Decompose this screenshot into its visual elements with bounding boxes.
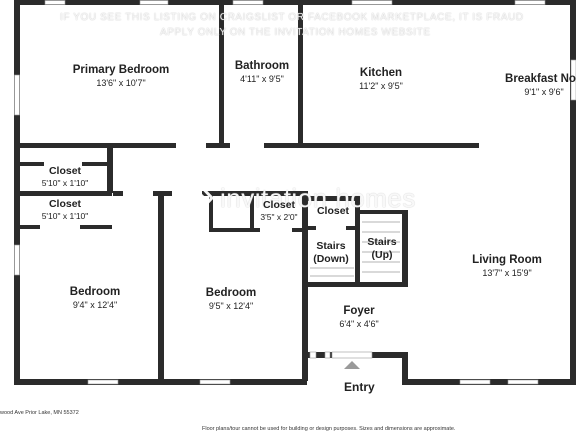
door-opening	[123, 191, 153, 196]
primary-bedroom-bottom-wall	[14, 143, 224, 148]
outer-wall-top	[14, 0, 576, 5]
stairs-bottom-wall	[308, 282, 408, 287]
bedroom-2-right-wall	[302, 191, 308, 381]
open-wall	[303, 5, 309, 65]
room-dimensions: 9'5" x 12'4"	[208, 300, 254, 311]
room-stairs-down: Stairs (Down)	[313, 240, 349, 265]
room-closet-4: Closet	[317, 205, 349, 218]
room-name-sub: (Up)	[371, 248, 393, 261]
window	[14, 244, 20, 276]
bathroom-right-wall	[298, 5, 303, 148]
room-name: Bedroom	[69, 286, 121, 298]
door-opening	[44, 162, 82, 166]
address-footer: wood Ave Prior Lake, MN 55372	[0, 410, 79, 416]
window	[44, 0, 66, 5]
room-stairs-up: Stairs (Up)	[367, 236, 396, 261]
room-name: Primary Bedroom	[72, 64, 170, 76]
entry-door	[309, 351, 373, 369]
window	[459, 379, 491, 385]
small-closet-left	[209, 196, 213, 231]
room-name: Closet	[48, 165, 82, 177]
window	[199, 379, 231, 385]
entry-label: Entry	[344, 380, 375, 394]
window	[351, 0, 393, 5]
room-name: Bedroom	[205, 287, 257, 299]
window	[14, 74, 20, 116]
room-name: Foyer	[343, 305, 375, 317]
room-breakfast-nook: Breakfast Noo 9'1" x 9'6"	[505, 73, 576, 98]
door-opening	[176, 143, 206, 148]
room-primary-bedroom: Primary Bedroom 13'6" x 10'7"	[73, 64, 170, 89]
room-dimensions: 5'10" x 1'10"	[41, 210, 89, 221]
foyer-right-lower	[402, 352, 408, 384]
room-bedroom-2: Bedroom 9'5" x 12'4"	[206, 287, 256, 312]
room-kitchen: Kitchen 11'2" x 9'5"	[359, 67, 403, 92]
window	[139, 0, 169, 5]
room-closet-2: Closet 5'10" x 1'10"	[42, 198, 89, 221]
room-dimensions: 4'11" x 9'5"	[240, 73, 284, 84]
brand-watermark: invitation homes	[220, 183, 416, 213]
door-opening	[260, 228, 292, 232]
room-foyer: Foyer 6'4" x 4'6"	[339, 305, 378, 330]
door-opening	[40, 225, 80, 229]
room-name: Closet	[48, 198, 82, 210]
small-closet-bottom	[209, 228, 304, 232]
outer-wall-right	[570, 5, 576, 385]
disclaimer-footer: Floor plans/tour cannot be used for buil…	[202, 426, 456, 432]
small-closet-right	[250, 196, 254, 231]
door-opening	[172, 191, 202, 196]
room-name: Closet	[316, 205, 350, 217]
closet-top-wall	[308, 196, 356, 201]
window	[232, 0, 264, 5]
window	[87, 379, 119, 385]
room-living-room: Living Room 13'7" x 15'9"	[472, 254, 542, 279]
bedroom-divider-wall	[158, 191, 164, 381]
room-dimensions: 9'4" x 12'4"	[72, 299, 118, 310]
room-bathroom: Bathroom 4'11" x 9'5"	[235, 60, 289, 85]
stairs-right-wall	[402, 210, 408, 286]
room-name: Stairs	[367, 236, 397, 248]
room-dimensions: 3'5" x 2'0"	[260, 211, 298, 222]
room-dimensions: 5'10" x 1'10"	[41, 177, 89, 188]
room-name: Bathroom	[234, 60, 290, 72]
room-name: Stairs	[316, 240, 346, 252]
room-closet-3: Closet 3'5" x 2'0"	[260, 199, 297, 222]
room-name: Closet	[262, 199, 296, 211]
stairs-up-top-wall	[360, 210, 408, 214]
room-name: Living Room	[472, 254, 542, 266]
fraud-warning-line-1: IF YOU SEE THIS LISTING ON CRAIGSLIST OR…	[60, 12, 524, 23]
window	[514, 0, 546, 5]
fraud-warning-line-2: APPLY ONLY ON THE INVITATION HOMES WEBSI…	[160, 27, 431, 38]
hall-left-wall	[107, 143, 113, 193]
room-dimensions: 11'2" x 9'5"	[359, 80, 403, 91]
entry-arrow-icon	[344, 361, 360, 369]
room-dimensions: 13'6" x 10'7"	[96, 77, 146, 88]
closet-divider-2	[14, 191, 112, 196]
kitchen-bottom-wall	[378, 143, 474, 148]
room-bedroom-1: Bedroom 9'4" x 12'4"	[70, 286, 120, 311]
house-logo-icon	[175, 177, 215, 219]
room-dimensions: 9'1" x 9'6"	[524, 86, 564, 97]
door-opening	[230, 143, 264, 148]
window	[507, 379, 539, 385]
room-closet-1: Closet 5'10" x 1'10"	[42, 165, 89, 188]
room-name: Breakfast Noo	[505, 73, 576, 85]
window	[570, 59, 576, 101]
outer-wall-bottom-left	[14, 379, 307, 385]
room-name-sub: (Down)	[313, 252, 349, 265]
hall-top-wall	[224, 143, 479, 148]
bathroom-left-wall	[219, 5, 224, 148]
room-name: Kitchen	[359, 67, 403, 79]
stairs-divider	[355, 196, 360, 286]
room-dimensions: 6'4" x 4'6"	[339, 318, 379, 329]
room-dimensions: 13'7" x 15'9"	[482, 267, 532, 278]
door-opening	[316, 226, 346, 230]
